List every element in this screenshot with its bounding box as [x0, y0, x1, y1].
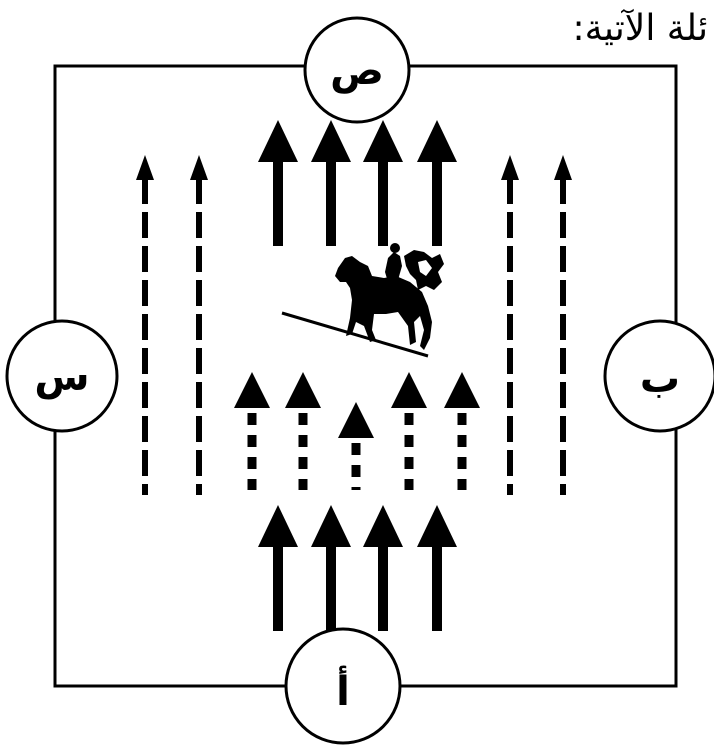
- dashed-arrow: [136, 155, 154, 495]
- solid-arrow: [363, 505, 403, 631]
- solid-arrow: [258, 120, 298, 246]
- label-bottom: أ: [336, 665, 350, 715]
- dashed-arrow: [501, 155, 519, 495]
- label-top-circle: ص: [303, 16, 411, 124]
- dashed-arrow: [554, 155, 572, 495]
- label-top: ص: [330, 48, 384, 94]
- horse-rider-on-slope-icon: [281, 243, 444, 358]
- instruction-caption: ئلة الآتية:: [572, 8, 708, 49]
- short-dashed-arrow: [444, 372, 480, 490]
- solid-arrow: [258, 505, 298, 631]
- dashed-arrow: [190, 155, 208, 495]
- short-dashed-arrow: [234, 372, 270, 490]
- label-left-circle: س: [5, 319, 119, 433]
- middle-dashed-arrows: [234, 372, 480, 490]
- short-dashed-arrow: [285, 372, 321, 490]
- label-right: ب: [640, 356, 680, 402]
- label-left: س: [34, 354, 89, 400]
- outer-left-dashed-arrows: [136, 155, 208, 495]
- solid-arrow: [417, 120, 457, 246]
- label-bottom-circle: أ: [284, 627, 402, 745]
- bottom-solid-arrows: [258, 505, 457, 631]
- solid-arrow: [311, 120, 351, 246]
- solid-arrow: [417, 505, 457, 631]
- solid-arrow: [311, 505, 351, 631]
- short-dashed-arrow: [391, 372, 427, 490]
- top-solid-arrows: [258, 120, 457, 246]
- short-dashed-arrow: [338, 402, 374, 490]
- solid-arrow: [363, 120, 403, 246]
- outer-right-dashed-arrows: [501, 155, 572, 495]
- label-right-circle: ب: [603, 319, 714, 433]
